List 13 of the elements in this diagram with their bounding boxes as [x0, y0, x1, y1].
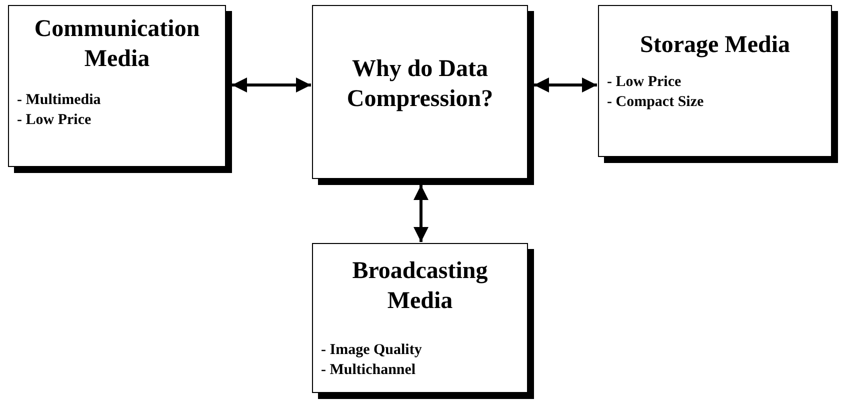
bullet-text: - Low Price: [17, 111, 92, 130]
bullet-text: - Multimedia: [17, 91, 102, 110]
box-heading: Why do Data Compression?: [346, 55, 494, 114]
double-arrow: [534, 78, 597, 92]
box-heading: Broadcasting Media: [351, 257, 489, 316]
double-arrow: [232, 78, 311, 92]
bullet-text: - Compact Size: [607, 93, 705, 112]
box-heading: Communication Media: [33, 15, 201, 74]
bullet-text: - Low Price: [607, 73, 682, 92]
bullet-text: - Multichannel: [321, 361, 417, 380]
box-heading: Storage Media: [639, 31, 791, 60]
bullet-text: - Image Quality: [321, 341, 423, 360]
double-arrow: [414, 185, 428, 242]
